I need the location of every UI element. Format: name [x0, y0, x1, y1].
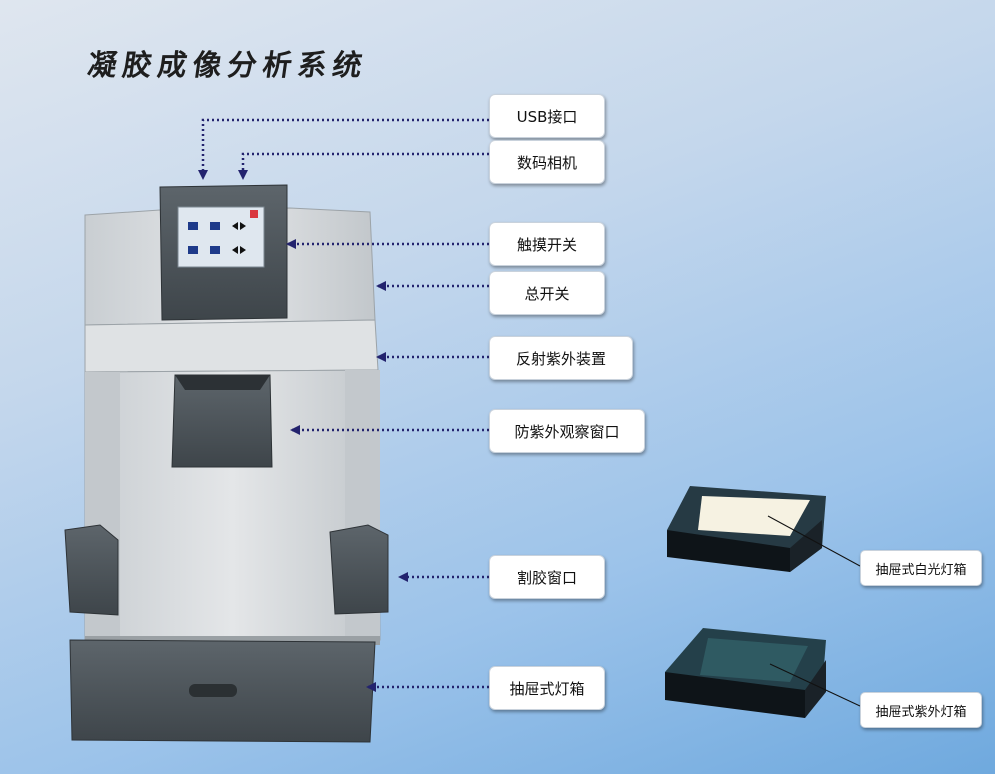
usb-port-label: USB接口	[489, 94, 605, 138]
cutting-windows	[64, 524, 389, 616]
camera-label: 数码相机	[489, 140, 605, 184]
usb-arrow	[198, 118, 489, 180]
uv-lightbox-label: 抽屉式紫外灯箱	[860, 692, 982, 728]
main-switch-label: 总开关	[489, 271, 605, 315]
callout-arrows	[198, 118, 489, 692]
power-indicator-icon	[250, 210, 258, 218]
lightbox-leader-lines	[767, 515, 861, 707]
drawer-lightbox-label: 抽屉式灯箱	[489, 666, 605, 710]
uv-observation-window	[171, 374, 273, 468]
cut-window-label: 割胶窗口	[489, 555, 605, 599]
drawer-lightbox	[69, 636, 380, 743]
touch-button-icon	[210, 246, 220, 254]
touch-button-icon	[210, 222, 220, 230]
white-lightbox-label: 抽屉式白光灯箱	[860, 550, 982, 586]
touch-switch-label: 触摸开关	[489, 222, 605, 266]
uv-lightbox-illustration	[665, 628, 826, 718]
arrow-keys-icon	[232, 222, 246, 254]
touch-button-icon	[188, 246, 198, 254]
touch-button-icon	[188, 222, 198, 230]
touch-panel	[177, 206, 265, 268]
reflect-uv-label: 反射紫外装置	[489, 336, 633, 380]
drawer-handle-icon	[189, 684, 237, 697]
camera-housing	[159, 184, 288, 321]
camera-arrow	[238, 152, 489, 180]
uv-window-label: 防紫外观察窗口	[489, 409, 645, 453]
white-lightbox-illustration	[667, 486, 826, 572]
